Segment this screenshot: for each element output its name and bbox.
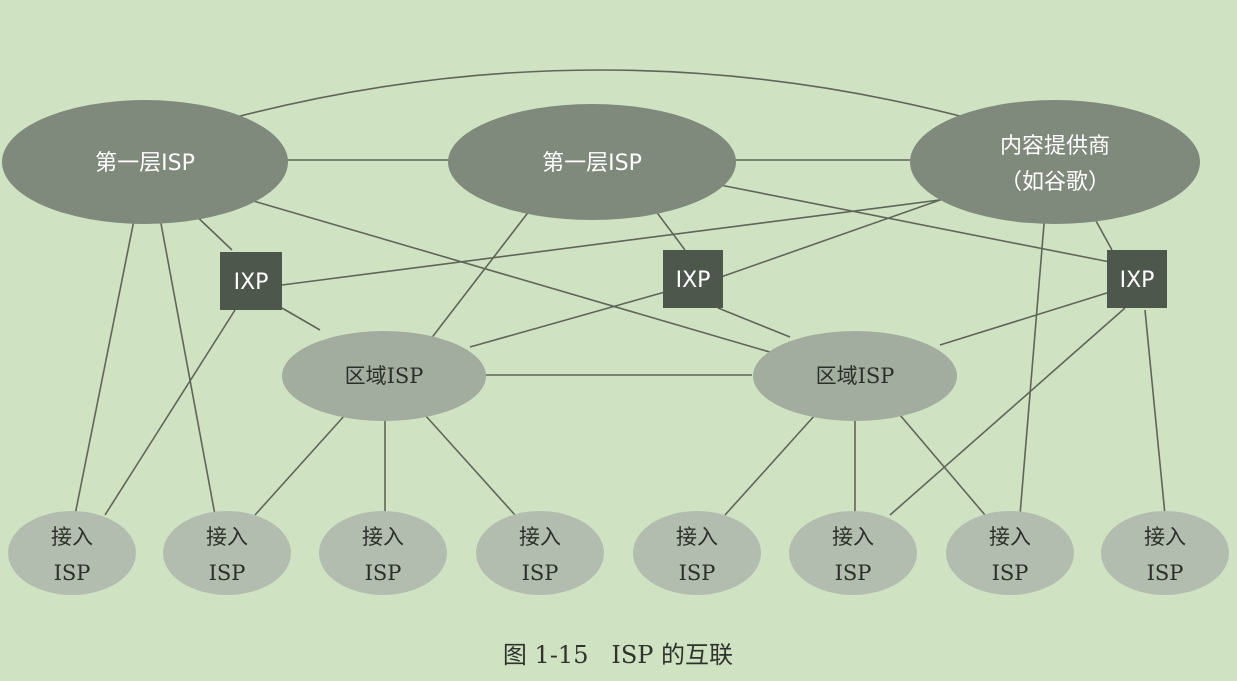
content-provider-line1: 内容提供商 (1000, 134, 1110, 159)
content-provider: 内容提供商 （如谷歌） (910, 100, 1200, 224)
ixp-2: IXP (663, 250, 723, 308)
access-isp-7: 接入 ISP (946, 511, 1074, 595)
ixp-1-label: IXP (234, 270, 269, 295)
access-isp-8-line1: 接入 (1144, 525, 1186, 549)
link-tier1b-regional1 (429, 209, 531, 341)
link-regional1-access2 (254, 414, 346, 516)
access-isp-2: 接入 ISP (163, 511, 291, 595)
link-tier1b-ixp3 (719, 184, 1111, 263)
tier1-isp-b: 第一层ISP (448, 104, 736, 220)
regional-isp-1-label: 区域ISP (345, 364, 424, 388)
connections (74, 69, 1166, 516)
link-regional2-access5 (724, 414, 816, 516)
link-content-ixp2 (717, 199, 941, 279)
access-isp-8-line2: ISP (1147, 561, 1184, 585)
link-ixp2-regional1 (469, 291, 666, 348)
content-provider-line2: （如谷歌） (1000, 170, 1110, 195)
access-isp-5-line1: 接入 (676, 525, 718, 549)
access-isp-1-line2: ISP (54, 561, 91, 585)
access-isp-1: 接入 ISP (8, 511, 136, 595)
ixp-3-label: IXP (1120, 268, 1155, 293)
link-tier1-to-content-arc (224, 69, 976, 121)
access-isp-4: 接入 ISP (476, 511, 604, 595)
ixp-2-label: IXP (676, 268, 711, 293)
link-regional1-access4 (424, 414, 516, 516)
ixp-3: IXP (1107, 250, 1167, 308)
access-isp-8: 接入 ISP (1101, 511, 1229, 595)
access-isp-3-line2: ISP (365, 561, 402, 585)
tier1-isp-b-label: 第一层ISP (542, 151, 642, 176)
regional-isp-2: 区域ISP (753, 331, 957, 421)
link-ixp1-access1 (104, 309, 236, 516)
link-content-access7 (1019, 211, 1046, 516)
ixp-1: IXP (220, 252, 282, 310)
link-ixp3-access8 (1144, 309, 1166, 516)
link-ixp2-regional2 (717, 307, 791, 338)
figure-caption: 图 1-15 ISP 的互联 (503, 641, 733, 669)
access-isp-4-line2: ISP (522, 561, 559, 585)
access-isp-5-line2: ISP (679, 561, 716, 585)
tier1-isp-a: 第一层ISP (2, 100, 288, 224)
access-isp-7-line2: ISP (992, 561, 1029, 585)
link-ixp1-regional1 (281, 307, 321, 331)
access-isp-6-line1: 接入 (832, 525, 874, 549)
access-isp-1-line1: 接入 (51, 525, 93, 549)
access-isp-4-line1: 接入 (519, 525, 561, 549)
access-isp-5: 接入 ISP (633, 511, 761, 595)
access-isp-3: 接入 ISP (319, 511, 447, 595)
link-tier1a-access2 (159, 217, 216, 516)
regional-isp-2-label: 区域ISP (816, 364, 895, 388)
access-isps: 接入 ISP 接入 ISP 接入 ISP 接入 ISP 接入 ISP 接入 IS… (8, 511, 1229, 595)
regional-isp-1: 区域ISP (282, 331, 486, 421)
access-isp-2-line2: ISP (209, 561, 246, 585)
link-regional2-access7 (899, 414, 986, 516)
access-isp-6: 接入 ISP (789, 511, 917, 595)
tier1-isp-a-label: 第一层ISP (95, 151, 195, 176)
access-isp-2-line1: 接入 (206, 525, 248, 549)
link-ixp3-regional2 (939, 291, 1111, 346)
access-isp-3-line1: 接入 (362, 525, 404, 549)
access-isp-6-line2: ISP (835, 561, 872, 585)
link-tier1b-ixp2 (654, 209, 686, 251)
link-content-ixp1 (281, 197, 956, 286)
link-tier1a-regional2 (249, 199, 781, 356)
access-isp-7-line1: 接入 (989, 525, 1031, 549)
link-tier1a-access1 (74, 214, 136, 516)
link-ixp3-access6 (889, 307, 1126, 516)
